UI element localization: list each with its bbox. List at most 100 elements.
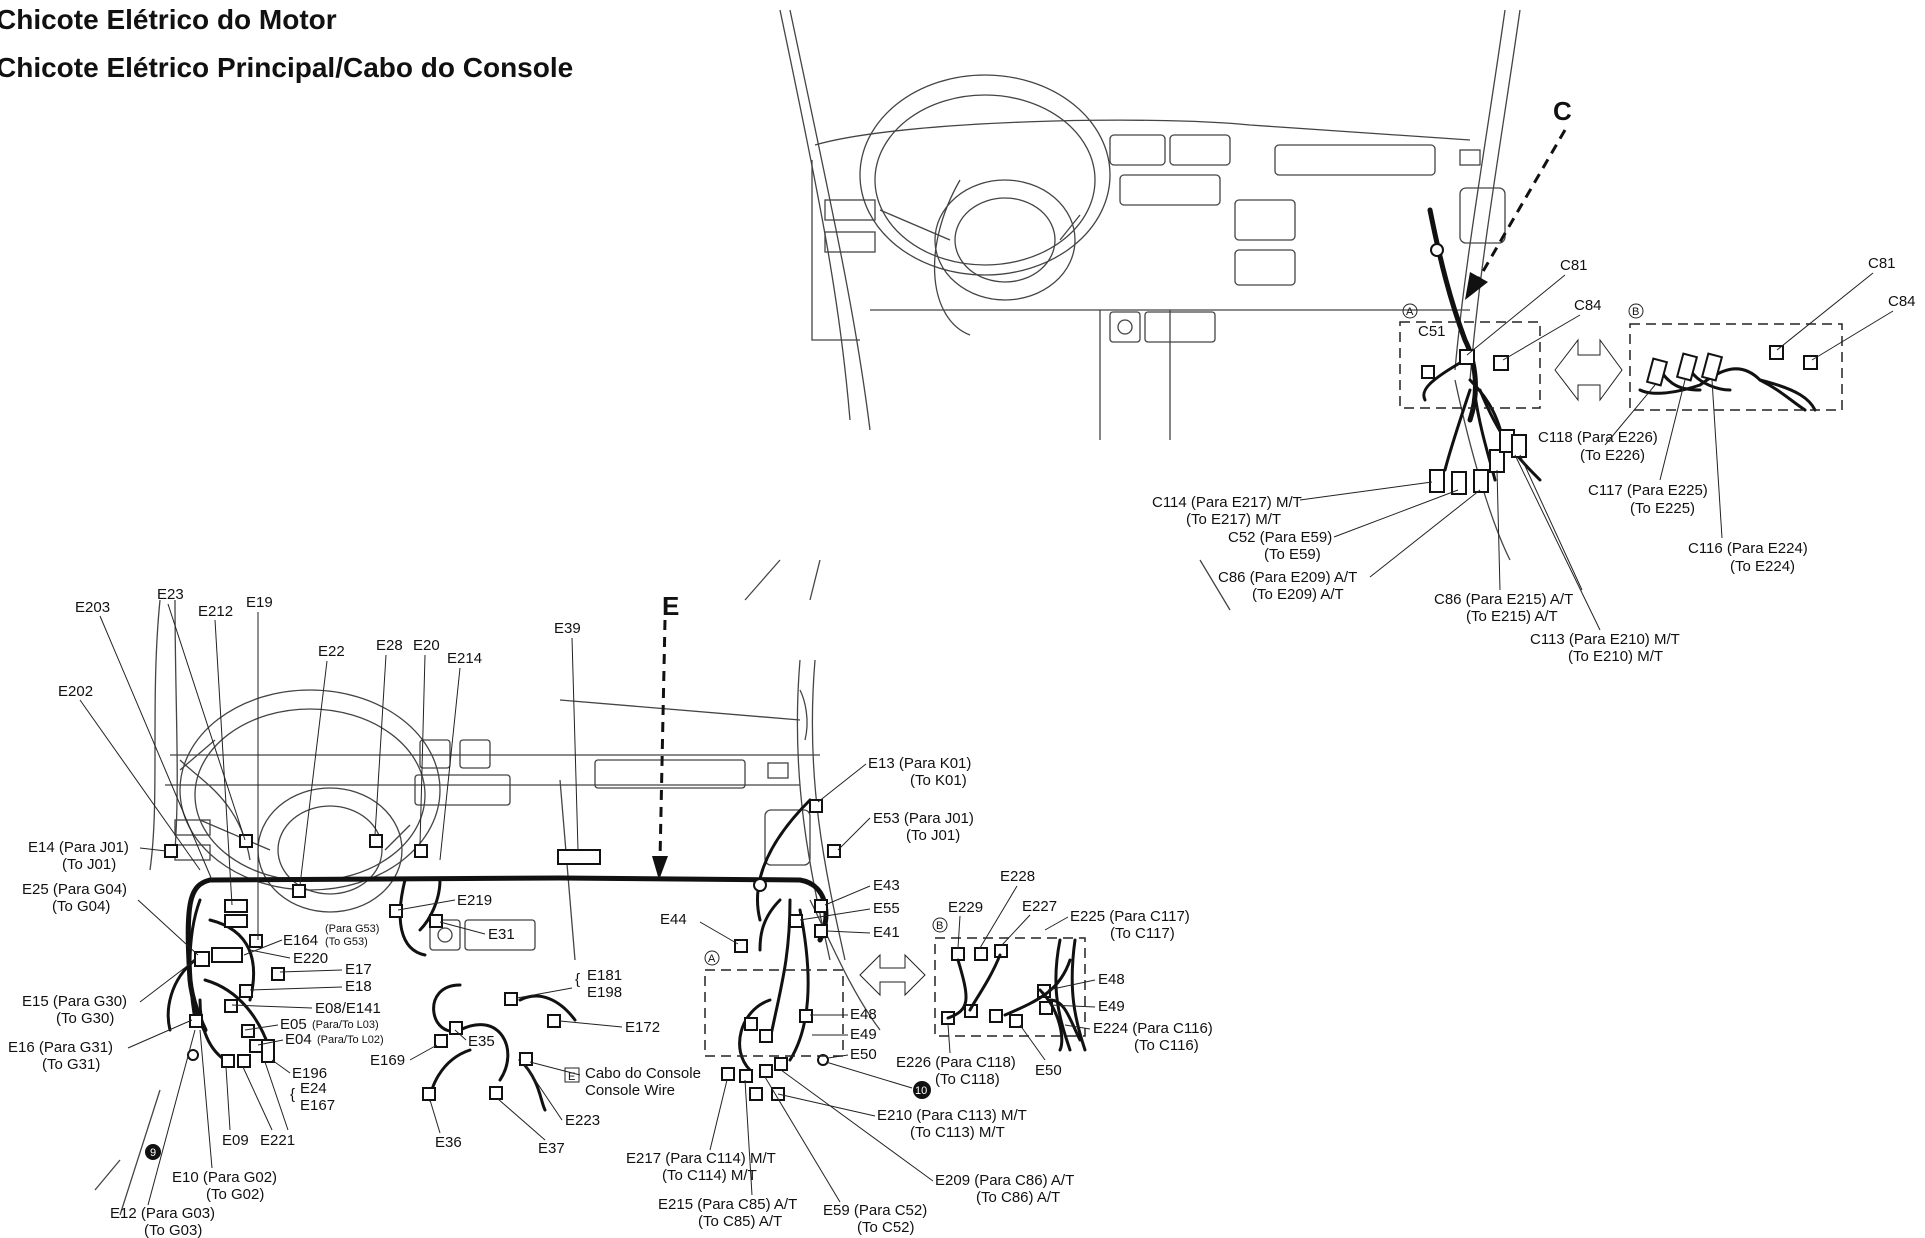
label-e164-para: (Para G53) [325, 923, 379, 935]
lower-labels: E A B E203 E23 E212 E19 E22 E28 E20 E214… [8, 586, 1213, 1238]
label-e08-e141: E08/E141 [315, 1000, 381, 1017]
label-e217-en: (To C114) M/T [662, 1167, 757, 1184]
label-e53: E53 (Para J01) [873, 810, 974, 827]
label-e227: E227 [1022, 898, 1057, 915]
label-e15-en: (To G30) [56, 1010, 114, 1027]
label-e223: E223 [565, 1112, 600, 1129]
label-e59-en: (To C52) [857, 1219, 915, 1236]
label-c116-en: (To E224) [1730, 558, 1795, 575]
label-e09: E09 [222, 1132, 249, 1149]
label-e53-en: (To J01) [906, 827, 960, 844]
label-e35: E35 [468, 1033, 495, 1050]
label-c86-e209-en: (To E209) A/T [1252, 586, 1344, 603]
label-e217: E217 (Para C114) M/T [626, 1150, 776, 1167]
label-c86-e215-en: (To E215) A/T [1466, 608, 1558, 625]
label-c118-en: (To E226) [1580, 447, 1645, 464]
label-e209: E209 (Para C86) A/T [935, 1172, 1074, 1189]
label-e14: E14 (Para J01) [28, 839, 129, 856]
label-e13-en: (To K01) [910, 772, 967, 789]
upper-labels: C A B C51 C81 C84 C81 C84 C118 (Para E22… [1152, 96, 1916, 665]
label-a-e50: E50 [850, 1046, 877, 1063]
label-e219: E219 [457, 892, 492, 909]
label-e215-en: (To C85) A/T [698, 1213, 782, 1230]
label-console-pt: Cabo do Console [585, 1065, 701, 1082]
label-c86-e215: C86 (Para E215) A/T [1434, 591, 1573, 608]
label-e228: E228 [1000, 868, 1035, 885]
label-e59: E59 (Para C52) [823, 1202, 927, 1219]
label-e224: E224 (Para C116) [1093, 1020, 1213, 1037]
label-e164-to: (To G53) [325, 936, 368, 948]
label-c114-en: (To E217) M/T [1186, 511, 1281, 528]
label-e16: E16 (Para G31) [8, 1039, 113, 1056]
label-e14-en: (To J01) [62, 856, 116, 873]
label-e25: E25 (Para G04) [22, 881, 127, 898]
label-e203: E203 [75, 599, 110, 616]
label-e05-sub: (Para/To L03) [312, 1019, 379, 1031]
label-a-c84: C84 [1574, 297, 1602, 314]
label-e22: E22 [318, 643, 345, 660]
label-e10: E10 (Para G02) [172, 1169, 277, 1186]
label-a-c81: C81 [1560, 257, 1588, 274]
label-e04-sub: (Para/To L02) [317, 1034, 384, 1046]
label-b-c84: C84 [1888, 293, 1916, 310]
label-c52: C52 (Para E59) [1228, 529, 1332, 546]
label-e12: E12 (Para G03) [110, 1205, 215, 1222]
label-c113-en: (To E210) M/T [1568, 648, 1663, 665]
label-e10-en: (To G02) [206, 1186, 264, 1203]
label-a-e49: E49 [850, 1026, 877, 1043]
label-c117-en: (To E225) [1630, 500, 1695, 517]
label-e17: E17 [345, 961, 372, 978]
label-e23: E23 [157, 586, 184, 603]
label-c51: C51 [1418, 323, 1446, 340]
label-console-en: Console Wire [585, 1082, 675, 1099]
label-e229: E229 [948, 899, 983, 916]
label-e05: E05 [280, 1016, 307, 1033]
label-c113: C113 (Para E210) M/T [1530, 631, 1680, 648]
lower-connectors [164, 799, 1053, 1101]
label-e20: E20 [413, 637, 440, 654]
label-e16-en: (To G31) [42, 1056, 100, 1073]
detail-b-marker: B [1632, 306, 1639, 318]
label-e39: E39 [554, 620, 581, 637]
label-e43: E43 [873, 877, 900, 894]
label-e210-en: (To C113) M/T [910, 1124, 1005, 1141]
label-b-e49: E49 [1098, 998, 1125, 1015]
label-e55: E55 [873, 900, 900, 917]
lower-dashboard-outline [94, 559, 881, 1216]
label-e172: E172 [625, 1019, 660, 1036]
callout-10: 10 [915, 1085, 927, 1097]
label-b-e48: E48 [1098, 971, 1125, 988]
label-b-e50: E50 [1035, 1062, 1062, 1079]
label-e15: E15 (Para G30) [22, 993, 127, 1010]
upper-harness [1421, 207, 1818, 495]
label-e36: E36 [435, 1134, 462, 1151]
label-e25-en: (To G04) [52, 898, 110, 915]
label-e167: E167 [300, 1097, 335, 1114]
label-e37: E37 [538, 1140, 565, 1157]
label-e24: E24 [300, 1080, 327, 1097]
label-c116: C116 (Para E224) [1688, 540, 1808, 557]
label-c117: C117 (Para E225) [1588, 482, 1708, 499]
main-harness-title: Chicote Elétrico Principal/Cabo do Conso… [0, 52, 574, 83]
label-e209-en: (To C86) A/T [976, 1189, 1060, 1206]
lower-main-harness [166, 798, 829, 1112]
label-e214: E214 [447, 650, 482, 667]
label-c86-e209: C86 (Para E209) A/T [1218, 569, 1357, 586]
label-e226: E226 (Para C118) [896, 1054, 1016, 1071]
label-c114: C114 (Para E217) M/T [1152, 494, 1302, 511]
label-e221: E221 [260, 1132, 295, 1149]
label-e44: E44 [660, 911, 687, 928]
label-e225-en: (To C117) [1110, 925, 1175, 942]
label-e225: E225 (Para C117) [1070, 908, 1190, 925]
label-e164: E164 [283, 932, 318, 949]
label-e226-en: (To C118) [935, 1071, 1000, 1088]
label-e215: E215 (Para C85) A/T [658, 1196, 797, 1213]
label-e202: E202 [58, 683, 93, 700]
upper-detail-boxes [1399, 129, 1843, 411]
label-e220: E220 [293, 950, 328, 967]
lower-detail-b-harness [946, 938, 1087, 1052]
label-e13: E13 (Para K01) [868, 755, 971, 772]
console-box-letter: E [568, 1071, 575, 1083]
detail-a-marker: A [1406, 306, 1414, 318]
